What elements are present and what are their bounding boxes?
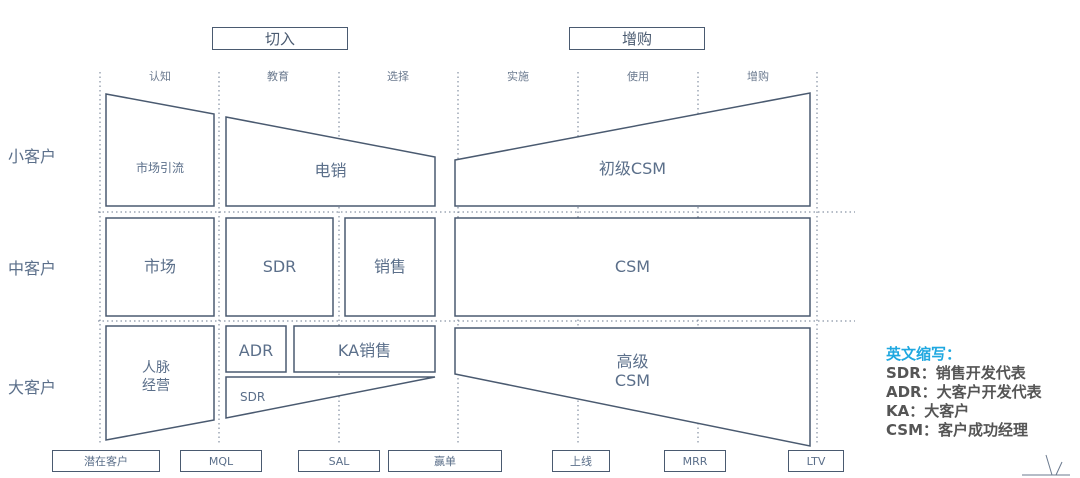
corner-mark-icon: [1022, 454, 1070, 476]
milestone-sal: SAL: [298, 450, 380, 472]
relationship-label-line1: 人脉: [142, 360, 170, 376]
market-shape: [105, 217, 215, 317]
legend-item: SDR：销售开发代表: [886, 364, 1026, 382]
milestone-mql: MQL: [180, 450, 262, 472]
sdr-label: SDR: [262, 257, 297, 276]
legend-item: CSM：客户成功经理: [886, 421, 1029, 439]
relationship-label-line2: 经营: [142, 378, 170, 394]
market-lead-label: 市场引流: [135, 161, 184, 175]
legend-title: 英文缩写：: [886, 345, 962, 363]
sdr-small-shape: [225, 376, 436, 419]
stage-selection: 选择: [387, 70, 409, 83]
milestone-mrr: MRR: [664, 450, 726, 472]
adr-shape: [225, 325, 287, 373]
milestone-potential-customer: 潜在客户: [52, 450, 160, 472]
csm-label: CSM: [614, 257, 651, 276]
upsell-phase-label: 增购: [569, 27, 705, 50]
ka-sales-shape: [293, 325, 436, 373]
row-medium-customer: 中客户: [8, 259, 57, 278]
relationship-shape: [105, 325, 215, 441]
junior-csm-shape: [454, 92, 811, 207]
ka-sales-label: KA销售: [337, 341, 392, 360]
milestone-go-live: 上线: [552, 450, 610, 472]
legend-item: ADR：大客户开发代表: [886, 383, 1042, 401]
market-label: 市场: [143, 257, 176, 276]
legend-item: KA：大客户: [886, 402, 970, 420]
cut-in-phase-label: 切入: [212, 27, 348, 50]
csm-shape: [454, 217, 811, 317]
stage-implementation: 实施: [507, 70, 529, 83]
telesales-label: 电销: [314, 161, 347, 180]
telesales-shape: [225, 116, 436, 207]
row-small-customer: 小客户: [8, 147, 57, 166]
sales-shape: [344, 217, 436, 317]
stage-upsell: 增购: [747, 70, 769, 83]
senior-csm-shape: [454, 327, 811, 447]
milestone-won: 赢单: [388, 450, 502, 472]
sdr-shape: [225, 217, 334, 317]
row-large-customer: 大客户: [8, 378, 57, 397]
sdr-small-label: SDR: [240, 390, 266, 404]
milestone-ltv: LTV: [788, 450, 844, 472]
senior-csm-label-line2: CSM: [614, 371, 651, 390]
sales-label: 销售: [373, 257, 406, 276]
adr-label: ADR: [238, 341, 274, 360]
stage-usage: 使用: [627, 70, 649, 83]
senior-csm-label-line1: 高级: [616, 352, 649, 371]
junior-csm-label: 初级CSM: [598, 159, 667, 178]
stage-awareness: 认知: [149, 70, 171, 83]
abbreviation-legend: 英文缩写： SDR：销售开发代表 ADR：大客户开发代表 KA：大客户 CSM：…: [886, 345, 1042, 440]
stage-education: 教育: [267, 70, 289, 83]
market-lead-shape: [105, 93, 215, 207]
